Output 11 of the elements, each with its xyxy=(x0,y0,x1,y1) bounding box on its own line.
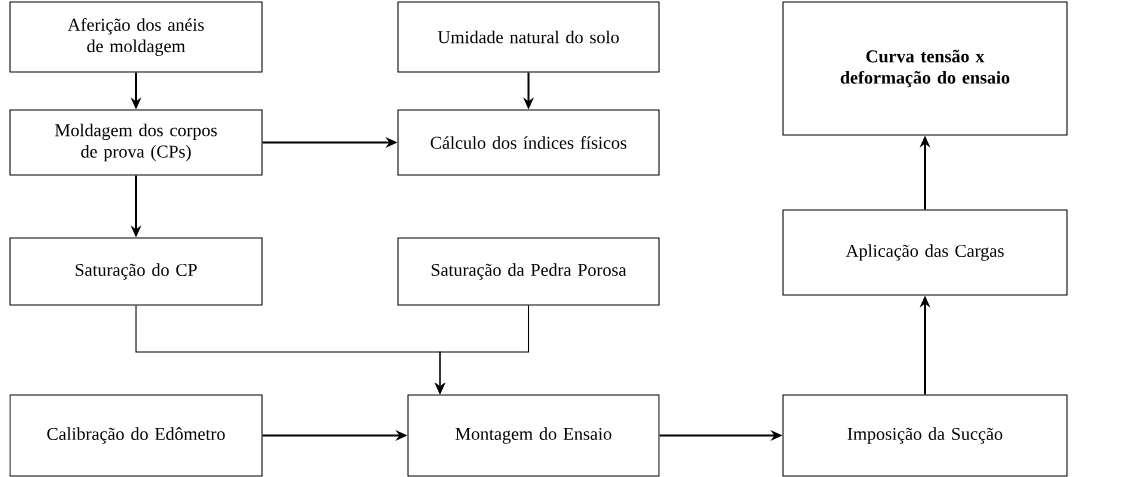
process-box: Saturação do CP xyxy=(9,237,263,306)
process-box: Moldagem dos corpos de prova (CPs) xyxy=(9,109,263,176)
process-box: Cálculo dos índices físicos xyxy=(397,109,660,176)
process-box: Saturação da Pedra Porosa xyxy=(397,237,660,306)
process-box: Aplicação das Cargas xyxy=(782,209,1068,296)
process-box: Calibração do Edômetro xyxy=(9,394,263,477)
process-box: Montagem do Ensaio xyxy=(407,394,660,477)
process-box: Curva tensão x deformação do ensaio xyxy=(782,1,1068,136)
process-box: Aferição dos anéis de moldagem xyxy=(9,1,263,73)
process-box: Umidade natural do solo xyxy=(397,1,660,73)
process-box: Imposição da Sucção xyxy=(782,394,1068,477)
